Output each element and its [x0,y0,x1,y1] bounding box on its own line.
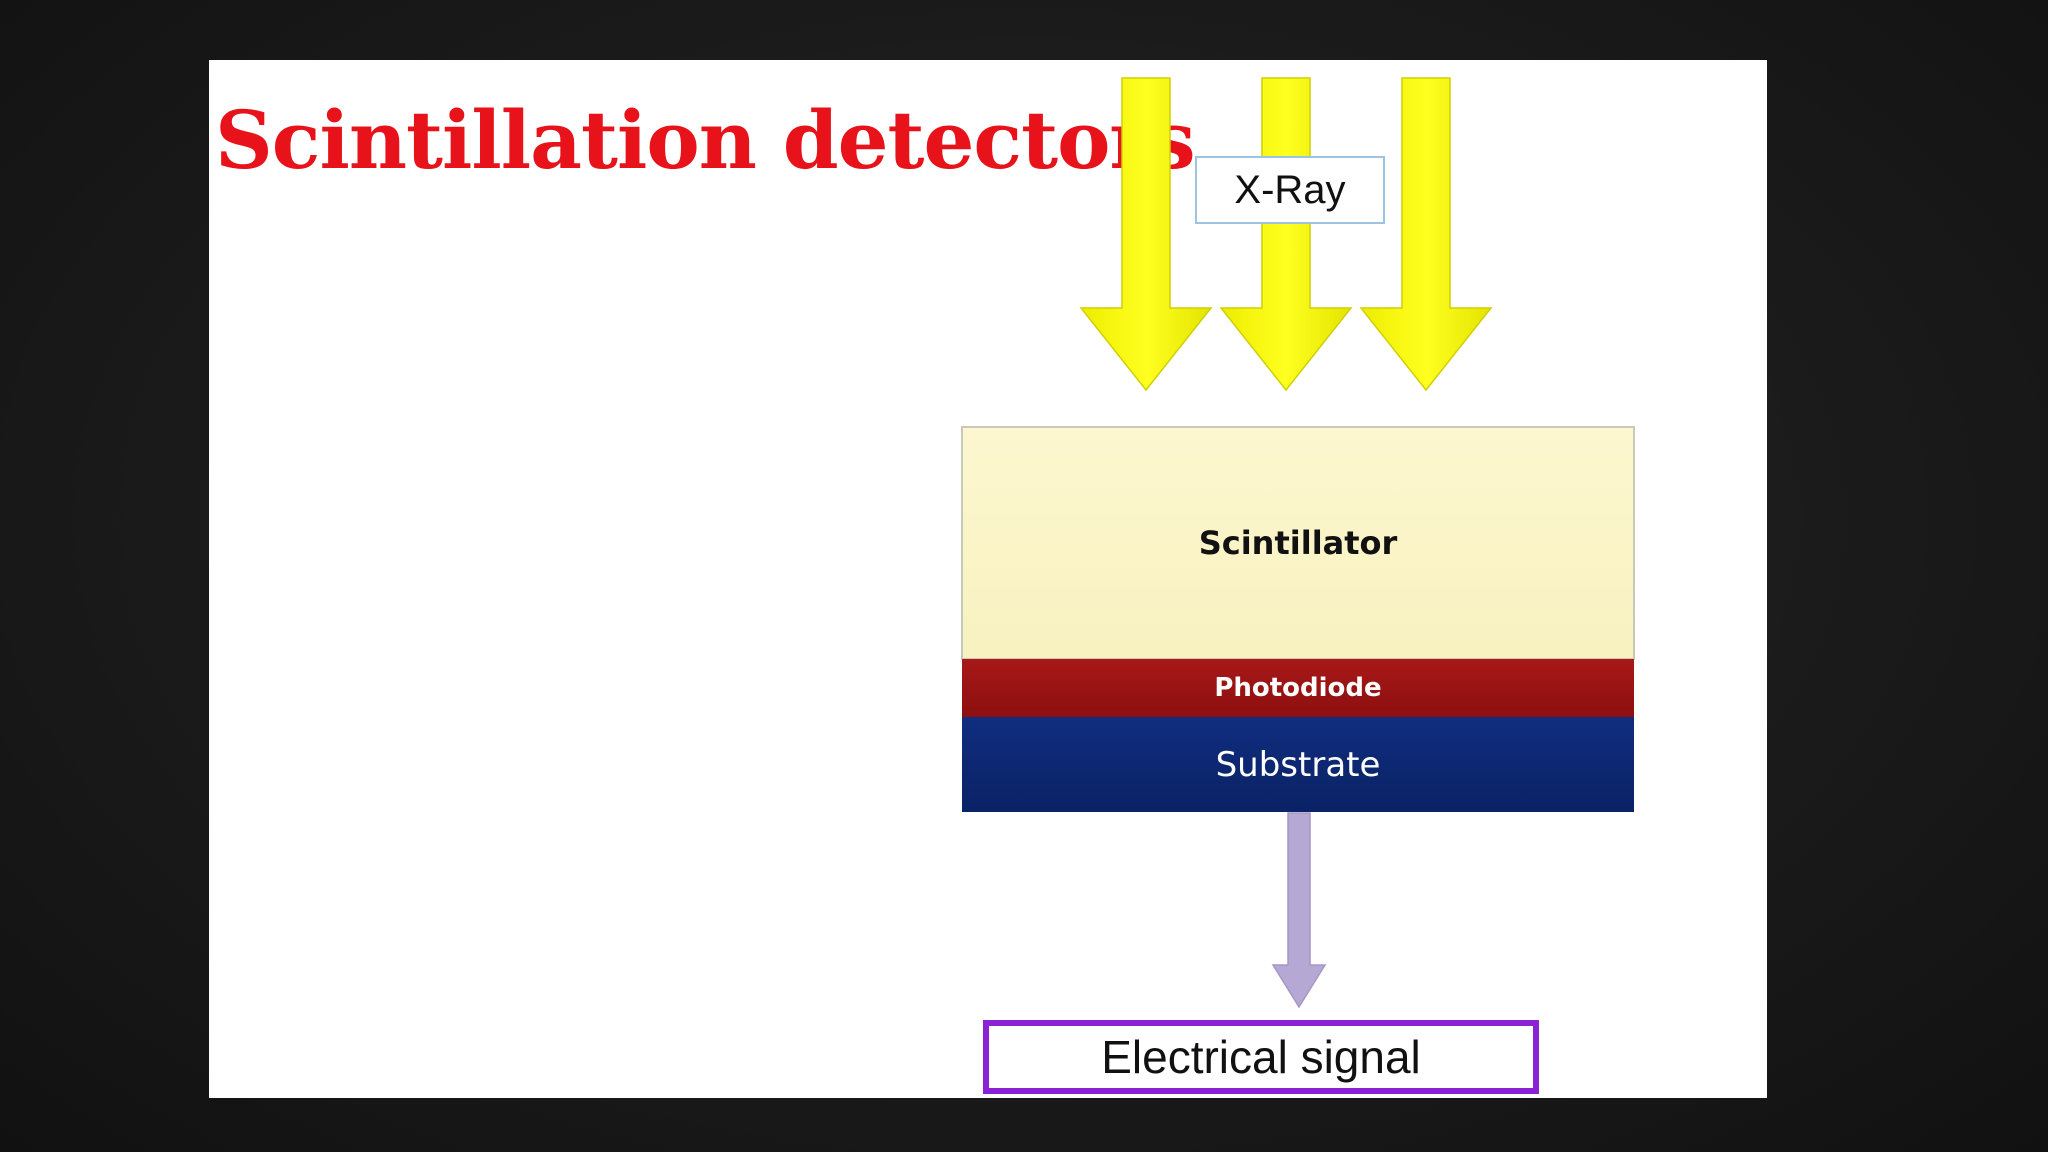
substrate-label: Substrate [1215,744,1381,785]
detector-diagram [961,77,1635,1009]
scintillator-label: Scintillator [1198,524,1398,562]
xray-arrow-icon-left [1079,77,1213,392]
slide: Scintillation detectors [209,60,1767,1098]
substrate-layer [962,717,1634,812]
xray-label: X-Ray [1195,156,1385,224]
slide-title: Scintillation detectors [215,93,1196,187]
electrical-signal-box: Electrical signal [983,1020,1539,1094]
xray-arrow-icon-right [1359,77,1493,392]
signal-arrow-icon [1271,812,1327,1009]
photodiode-label: Photodiode [1214,673,1382,703]
xray-arrow-icon-middle [1219,77,1353,392]
scintillator-layer [961,426,1635,660]
photodiode-layer [962,659,1634,717]
